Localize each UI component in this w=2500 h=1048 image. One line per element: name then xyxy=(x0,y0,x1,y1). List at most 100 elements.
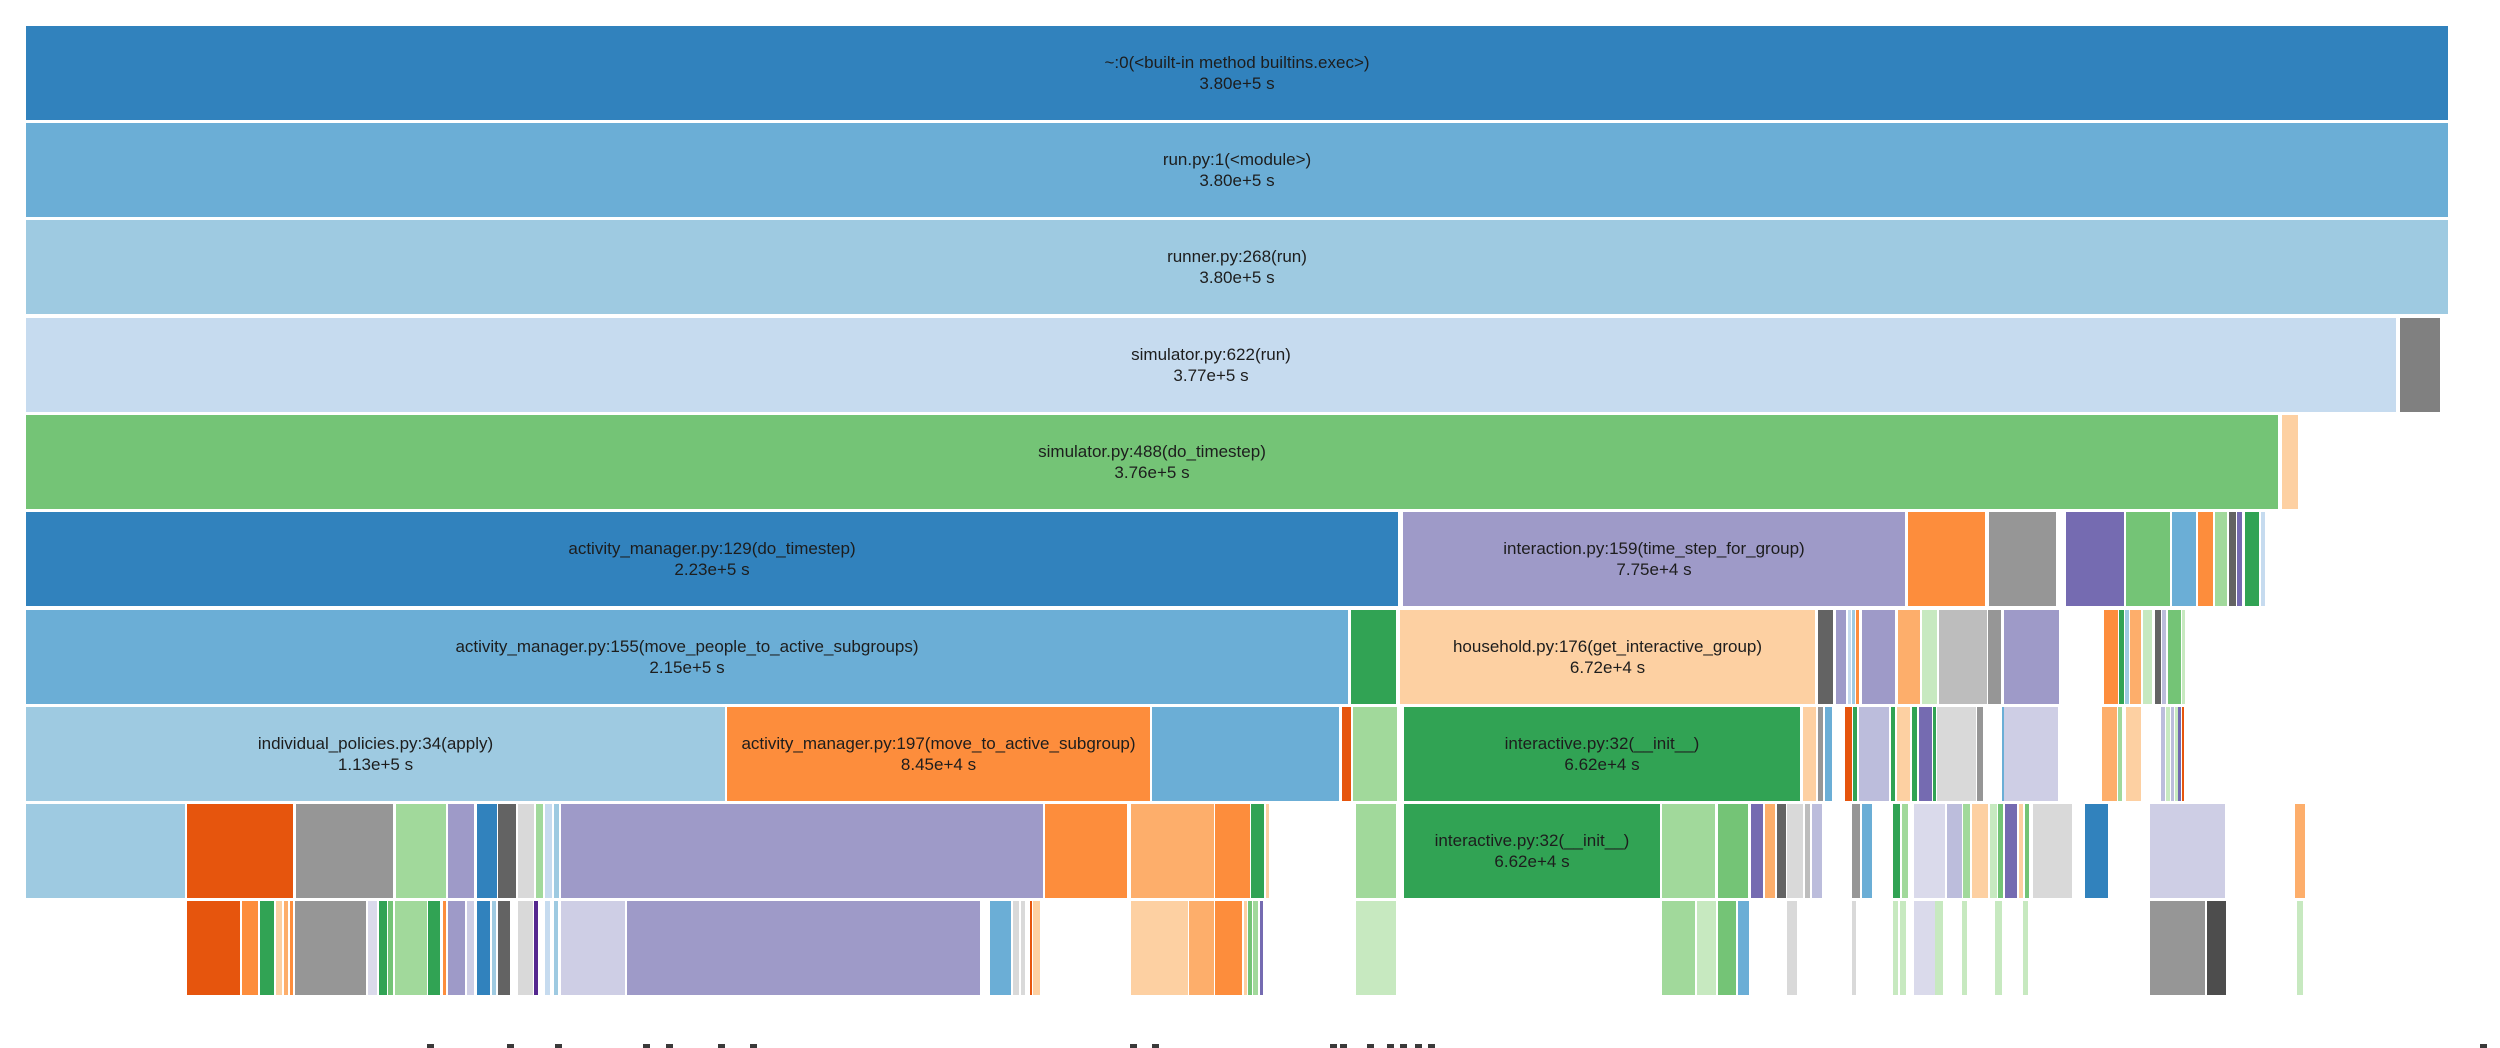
flame-frame[interactable] xyxy=(2130,610,2141,704)
flame-frame[interactable] xyxy=(554,901,558,995)
flame-frame[interactable] xyxy=(1662,804,1715,898)
flame-frame[interactable] xyxy=(428,901,440,995)
flame-frame[interactable] xyxy=(1939,610,1987,704)
flame-frame[interactable] xyxy=(1990,804,1997,898)
flame-frame[interactable] xyxy=(2282,415,2298,509)
flame-frame[interactable] xyxy=(554,804,559,898)
flame-frame[interactable] xyxy=(242,901,258,995)
flame-frame[interactable] xyxy=(536,804,543,898)
flame-frame[interactable] xyxy=(388,901,393,995)
flame-frame[interactable] xyxy=(2126,707,2141,801)
flame-frame[interactable] xyxy=(1351,610,1396,704)
flame-frame[interactable] xyxy=(534,901,538,995)
flame-frame[interactable] xyxy=(1912,707,1917,801)
flame-frame[interactable] xyxy=(2085,804,2108,898)
flame-frame[interactable] xyxy=(1963,804,1970,898)
flame-frame[interactable] xyxy=(2005,804,2017,898)
flame-frame[interactable] xyxy=(1989,512,2056,606)
flame-frame[interactable] xyxy=(1662,901,1695,995)
flame-frame[interactable]: simulator.py:488(do_timestep)3.76e+5 s xyxy=(26,415,2278,509)
flame-frame[interactable] xyxy=(260,901,274,995)
flame-frame[interactable] xyxy=(2150,901,2205,995)
flame-frame[interactable] xyxy=(1718,804,1748,898)
flame-frame[interactable] xyxy=(2161,707,2165,801)
flame-frame[interactable] xyxy=(1765,804,1775,898)
flame-frame[interactable] xyxy=(1266,804,1269,898)
flame-frame[interactable] xyxy=(1248,901,1252,995)
flame-frame[interactable] xyxy=(1922,610,1937,704)
flame-frame[interactable] xyxy=(1898,610,1920,704)
flame-frame[interactable]: run.py:1(<module>)3.80e+5 s xyxy=(26,123,2448,217)
flame-frame[interactable] xyxy=(2215,512,2227,606)
flame-frame[interactable] xyxy=(2162,610,2166,704)
flame-frame[interactable] xyxy=(477,901,490,995)
flame-frame[interactable] xyxy=(395,901,427,995)
flame-frame[interactable] xyxy=(1152,707,1339,801)
flame-frame[interactable] xyxy=(1818,610,1833,704)
flame-frame[interactable] xyxy=(1947,804,1962,898)
flame-frame[interactable] xyxy=(1045,804,1127,898)
flame-frame[interactable] xyxy=(1356,804,1396,898)
flame-frame[interactable] xyxy=(1189,901,1214,995)
flame-frame[interactable] xyxy=(498,901,510,995)
flame-frame[interactable] xyxy=(518,804,534,898)
flame-frame[interactable] xyxy=(1859,707,1889,801)
flame-frame[interactable] xyxy=(1260,901,1263,995)
flame-frame[interactable]: activity_manager.py:155(move_people_to_a… xyxy=(26,610,1348,704)
flame-frame[interactable] xyxy=(1825,707,1832,801)
flame-frame[interactable] xyxy=(1908,512,1985,606)
flame-frame[interactable] xyxy=(1803,707,1816,801)
flame-frame[interactable] xyxy=(2198,512,2213,606)
flame-frame[interactable] xyxy=(368,901,377,995)
flame-frame[interactable] xyxy=(1862,804,1872,898)
flame-frame[interactable] xyxy=(2143,610,2152,704)
flame-frame[interactable] xyxy=(1935,901,1943,995)
flame-frame[interactable] xyxy=(284,901,288,995)
flame-frame[interactable]: household.py:176(get_interactive_group)6… xyxy=(1400,610,1815,704)
flame-frame[interactable] xyxy=(296,804,393,898)
flame-frame[interactable]: interaction.py:159(time_step_for_group)7… xyxy=(1403,512,1905,606)
flame-frame[interactable] xyxy=(2126,512,2170,606)
flame-frame[interactable] xyxy=(545,901,550,995)
flame-frame[interactable] xyxy=(2119,610,2124,704)
flame-frame[interactable] xyxy=(492,901,496,995)
flame-frame[interactable] xyxy=(1738,901,1749,995)
flame-frame[interactable] xyxy=(1845,707,1852,801)
flame-frame[interactable] xyxy=(2182,610,2185,704)
flame-frame[interactable] xyxy=(448,804,474,898)
flame-frame[interactable] xyxy=(498,804,516,898)
flame-frame[interactable] xyxy=(2155,610,2161,704)
flame-frame[interactable] xyxy=(295,901,366,995)
flame-frame[interactable] xyxy=(1751,804,1763,898)
flame-frame[interactable] xyxy=(2150,804,2225,898)
flame-frame[interactable] xyxy=(1891,707,1895,801)
flame-frame[interactable] xyxy=(2166,707,2170,801)
flame-frame[interactable] xyxy=(290,901,293,995)
flame-frame[interactable] xyxy=(448,901,465,995)
flame-frame[interactable] xyxy=(2019,804,2023,898)
flame-frame[interactable] xyxy=(1897,707,1910,801)
flame-frame[interactable] xyxy=(2400,318,2440,412)
flame-frame[interactable] xyxy=(1033,901,1040,995)
flame-frame[interactable] xyxy=(2004,707,2058,801)
flame-frame[interactable]: interactive.py:32(__init__)6.62e+4 s xyxy=(1404,804,1660,898)
flame-frame[interactable] xyxy=(1852,804,1860,898)
flame-frame[interactable] xyxy=(1933,707,1936,801)
flame-frame[interactable] xyxy=(1972,804,1988,898)
flame-frame[interactable] xyxy=(1853,707,1857,801)
flame-frame[interactable] xyxy=(1893,804,1900,898)
flame-frame[interactable] xyxy=(1836,610,1846,704)
flame-frame[interactable] xyxy=(2125,610,2129,704)
flame-frame[interactable] xyxy=(1805,804,1810,898)
flame-frame[interactable]: activity_manager.py:197(move_to_active_s… xyxy=(727,707,1150,801)
flame-frame[interactable]: individual_policies.py:34(apply)1.13e+5 … xyxy=(26,707,725,801)
flame-frame[interactable] xyxy=(396,804,446,898)
flame-frame[interactable] xyxy=(561,804,1043,898)
flame-frame[interactable]: interactive.py:32(__init__)6.62e+4 s xyxy=(1404,707,1800,801)
flame-frame[interactable] xyxy=(2261,512,2265,606)
flame-frame[interactable] xyxy=(2229,512,2236,606)
flame-frame[interactable] xyxy=(2102,707,2117,801)
flame-frame[interactable] xyxy=(1893,901,1898,995)
flame-frame[interactable] xyxy=(1215,901,1242,995)
flame-frame[interactable] xyxy=(2182,707,2184,801)
